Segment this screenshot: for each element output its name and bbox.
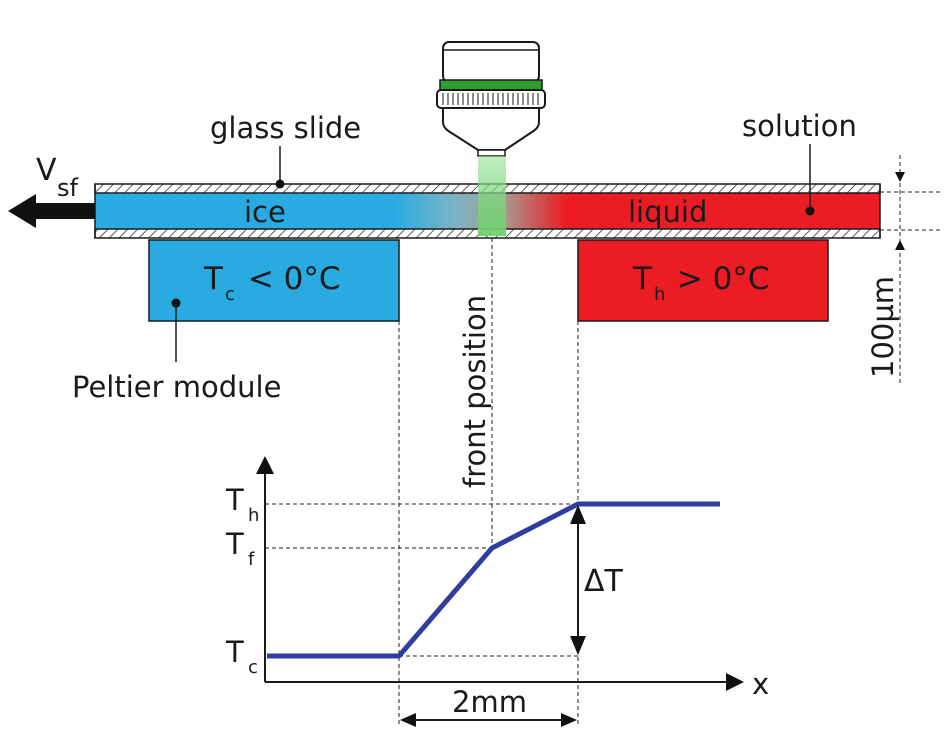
velocity-arrow-icon [8, 194, 95, 228]
tc-label: T [225, 635, 244, 669]
cold-temp-subscript: c [225, 284, 235, 305]
span-arrow-left-icon [400, 713, 416, 727]
solution-marker [805, 206, 815, 216]
hot-temp-condition: > 0°C [667, 261, 770, 297]
delta-t-arrow-top-icon [570, 505, 586, 524]
thickness-arrow-bottom-icon [895, 240, 905, 250]
peltier-label: Peltier module [72, 370, 281, 404]
delta-t-arrow-bottom-icon [570, 636, 586, 655]
tf-label: T [225, 527, 244, 561]
th-label: T [225, 483, 244, 517]
ice-label: ice [244, 195, 286, 229]
hot-temp-subscript: h [654, 284, 665, 305]
objective-band [439, 79, 543, 91]
x-axis-label: x [752, 667, 769, 701]
front-position-label: front position [458, 295, 492, 488]
glass-slide-label: glass slide [210, 111, 361, 145]
tc-subscript: c [248, 657, 258, 678]
x-axis-arrow-icon [726, 673, 744, 691]
span-label: 2mm [452, 685, 527, 719]
glass-slide-marker [275, 179, 285, 189]
solution-label: solution [742, 109, 857, 143]
liquid-label: liquid [628, 195, 707, 229]
temperature-profile-line [267, 501, 720, 659]
tf-subscript: f [248, 549, 255, 570]
cold-temp-label: T [203, 261, 224, 297]
hot-temp-label: T [632, 261, 653, 297]
cold-peltier-module [148, 239, 400, 322]
thickness-arrow-top-icon [895, 172, 905, 182]
span-arrow-right-icon [561, 713, 577, 727]
velocity-label: V [36, 153, 57, 188]
delta-t-label: ΔT [584, 564, 624, 599]
y-axis-arrow-icon [256, 456, 274, 474]
objective-lens-icon [436, 41, 546, 157]
thickness-label: 100µm [866, 276, 900, 378]
velocity-subscript: sf [57, 174, 79, 202]
cold-temp-condition: < 0°C [238, 261, 341, 297]
hot-peltier-module [577, 239, 829, 322]
light-beam [478, 156, 506, 236]
th-subscript: h [248, 505, 259, 526]
